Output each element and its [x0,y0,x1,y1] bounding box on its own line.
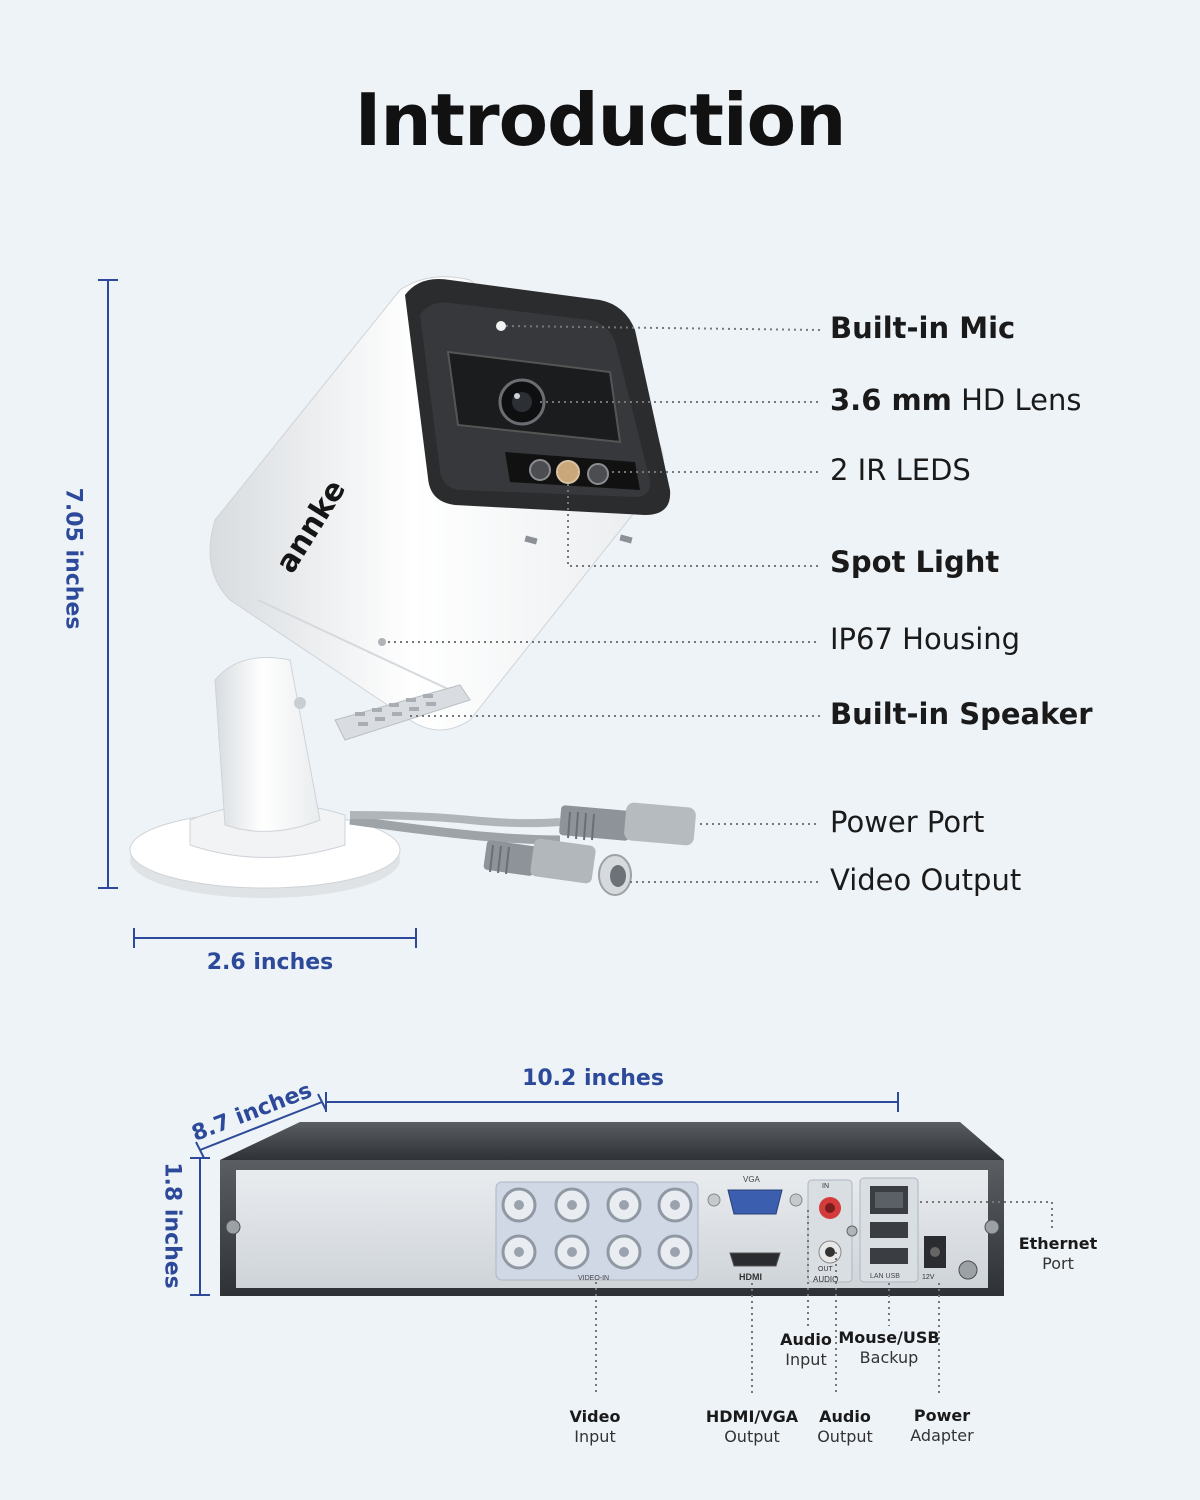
camera-width-dimension [133,928,417,948]
feature-ip67-housing: IP67 Housing [830,622,1021,656]
video-output-connector [483,838,632,896]
dvr-depth-dimension [195,1093,327,1159]
audio-label: AUDIO [813,1275,839,1284]
feature-built-in-mic: Built-in Mic [830,311,1016,345]
dvr-width-dimension [325,1092,899,1112]
dvr-height-dimension [190,1157,210,1296]
lan-usb-label: LAN USB [870,1273,900,1280]
camera-height-label: 7.05 inches [60,487,86,630]
dvr-height-label: 1.8 inches [159,1162,185,1289]
dvr-recorder [220,1122,1004,1296]
power-12v-label: 12V [922,1274,935,1281]
feature-video-output: Video Output [830,863,1022,897]
audio-out-label: OUT [818,1266,833,1273]
power-port-connector [559,802,696,846]
audio-in-label: IN [822,1183,829,1190]
feature-ir-leds: 2 IR LEDS [830,453,971,487]
feature-spot-light: Spot Light [830,545,1000,579]
camera-width-label: 2.6 inches [206,950,334,975]
feature-built-in-speaker: Built-in Speaker [830,697,1093,731]
page-title: Introduction [354,78,847,162]
feature-power-port: Power Port [830,805,985,839]
camera-height-dimension [98,279,118,889]
vga-label: VGA [743,1175,760,1184]
dvr-width-label: 10.2 inches [522,1066,664,1091]
dvr-leader-lines [595,1201,1053,1396]
hdmi-label: HDMI [739,1272,762,1282]
video-in-label: VIDEO-IN [578,1275,610,1282]
feature-hd-lens: 3.6 mm HD Lens [830,383,1082,417]
camera-leader-lines [382,325,821,883]
camera-illustration: annke [129,276,696,898]
